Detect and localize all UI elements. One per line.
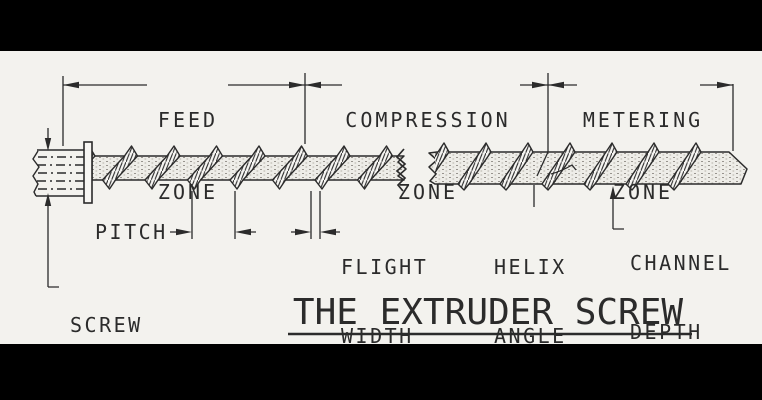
screw-diameter-label-line1: SCREW [70,313,143,337]
screw-flight [356,145,394,190]
pitch-arrow-right [235,228,251,236]
flight-width-label-line1: FLIGHT [341,255,429,279]
flight-width-extension-lines [310,191,321,239]
zone-label-metering-line2: ZONE [612,180,674,204]
shank-hidden-lines [37,156,84,190]
helix-angle-label-line2: ANGLE [494,324,567,348]
screw-flight [144,145,181,190]
zone-label-compression: COMPRESSION ZONE [345,60,510,252]
pitch-extension-lines [191,191,236,239]
zone-label-metering-line1: METERING [582,108,704,132]
screw-flight [186,145,224,190]
helix-angle-label: HELIX ANGLE [494,210,567,394]
diameter-leader-line [47,206,59,288]
zone-label-compression-line1: COMPRESSION [345,108,511,132]
arrow-metering-left [548,81,564,89]
screw-flight [457,142,492,191]
helix-angle-arc [550,164,577,175]
screw-flight [625,142,660,191]
arrow-feed-left [63,81,79,89]
screw-metering-section [428,142,748,191]
arrow-metering-right [717,81,733,89]
letterbox-matte-top [0,0,762,51]
channel-depth-label-line2: DEPTH [630,320,703,344]
channel-depth-leader [612,198,624,230]
screw-flight [583,142,618,191]
screw-flight [541,142,576,191]
screw-flight [435,142,450,174]
diameter-top-arrowhead [44,138,52,151]
flight-width-label: FLIGHT WIDTH [341,210,428,394]
arrow-compression-left [305,81,321,89]
zone-label-metering: METERING ZONE [583,60,703,252]
break-zigzag-left [395,148,407,192]
screw-flight [92,150,96,160]
metering-flights [435,142,702,191]
channel-depth-dimension [609,186,624,230]
diameter-bottom-arrowhead [44,193,52,206]
screw-flight [229,145,266,190]
zone-label-compression-line2: ZONE [397,180,459,204]
flight-width-arrow-left [295,228,311,236]
pitch-label: PITCH [95,220,168,244]
arrow-feed-right [289,81,305,89]
zone-extension-lines [62,73,734,152]
helix-angle-reference-line [536,151,549,177]
screw-diameter-dimension [44,128,59,288]
channel-depth-label: CHANNEL DEPTH [630,206,732,390]
channel-depth-label-line1: CHANNEL [630,251,732,275]
zone-label-feed: FEED ZONE [158,60,218,252]
zone-label-feed-line1: FEED [157,108,219,132]
figure-title: THE EXTRUDER SCREW [292,292,684,333]
pitch-arrow-left [176,228,192,236]
shank-break-edge [32,150,40,197]
screw-flight [667,142,702,191]
zone-dimensions [62,73,734,152]
screw-flight [499,142,534,191]
screw-shank [32,149,84,197]
flight-width-dimension [291,191,340,239]
zone-label-feed-line2: ZONE [157,180,219,204]
flight-width-label-line2: WIDTH [341,324,414,348]
arrow-compression-right [532,81,548,89]
paper-background [0,51,762,344]
screw-end-flange [83,141,93,204]
screw-flight [271,145,309,190]
screw-flight [314,145,351,190]
screw-feed-section [32,141,407,204]
helix-angle-annotation [533,151,577,207]
flight-width-arrow-right [320,228,336,236]
feed-flights [92,145,394,190]
screw-flight [101,145,139,190]
helix-angle-label-line1: HELIX [494,255,567,279]
letterbox-matte-bottom [0,344,762,400]
shank-edges [36,149,84,197]
channel-depth-arrowhead [609,186,617,199]
pitch-dimension [170,191,256,239]
